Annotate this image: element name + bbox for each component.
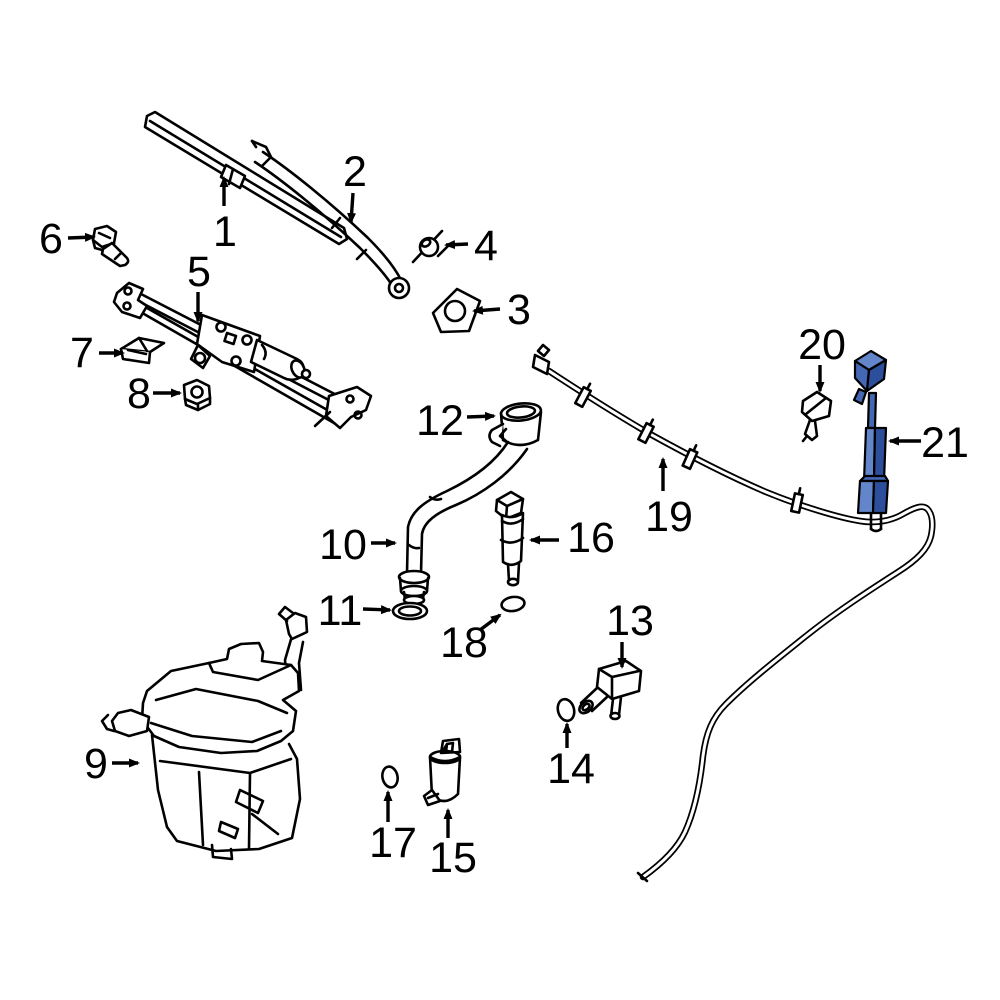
callout-number-17: 17 [369, 819, 417, 867]
callout-number-8: 8 [127, 370, 151, 418]
callout-arrow-3 [472, 305, 501, 315]
part-20-washer-nozzle [800, 390, 833, 443]
callout-arrow-18 [478, 613, 502, 632]
part-8-nut [182, 378, 212, 412]
part-11-grommet [391, 601, 429, 621]
part-5-wiper-motor-linkage [112, 281, 373, 430]
callout-number-15: 15 [429, 834, 477, 882]
callout-number-12: 12 [416, 397, 464, 445]
callout-arrow-12 [466, 411, 496, 421]
part-6-bolt [91, 224, 130, 268]
part-1-wiper-blade [143, 110, 349, 246]
callout-number-6: 6 [39, 215, 63, 263]
callout-number-4: 4 [474, 222, 498, 270]
callout-number-16: 16 [567, 514, 615, 562]
part-19-washer-hose [531, 343, 936, 883]
part-17-grommet [381, 765, 399, 789]
callout-number-9: 9 [84, 740, 108, 788]
callout-number-14: 14 [547, 745, 595, 793]
callout-number-18: 18 [440, 619, 488, 667]
callout-arrow-11 [362, 605, 392, 615]
callout-arrow-4 [444, 240, 469, 250]
part-4-pivot-cap [411, 229, 450, 264]
part-18-grommet [500, 595, 526, 613]
callout-number-7: 7 [70, 329, 94, 377]
callout-number-1: 1 [213, 208, 237, 256]
callout-number-21: 21 [921, 419, 969, 467]
callout-number-20: 20 [798, 321, 846, 369]
part-10-filler-pipe [397, 440, 529, 606]
callout-arrow-2 [347, 192, 357, 224]
callout-number-5: 5 [187, 248, 211, 296]
part-7-clip [119, 336, 166, 365]
part-21-washer-nozzle-highlighted [852, 349, 890, 515]
callout-number-2: 2 [343, 148, 367, 196]
callout-number-19: 19 [645, 493, 693, 541]
callout-number-11: 11 [318, 587, 363, 635]
part-14-grommet [556, 697, 576, 723]
part-15-pump-unit [422, 737, 462, 807]
callout-number-13: 13 [606, 597, 654, 645]
part-9-washer-reservoir [100, 605, 309, 861]
callout-number-3: 3 [507, 286, 531, 334]
part-13-level-sensor [578, 659, 643, 721]
part-16-washer-pump [494, 490, 525, 587]
part-2-wiper-arm [250, 139, 411, 300]
callout-arrow-6 [67, 232, 96, 242]
callout-number-10: 10 [319, 521, 367, 569]
part-12-filler-neck [488, 401, 543, 448]
part-3-pivot-cover [431, 287, 482, 334]
